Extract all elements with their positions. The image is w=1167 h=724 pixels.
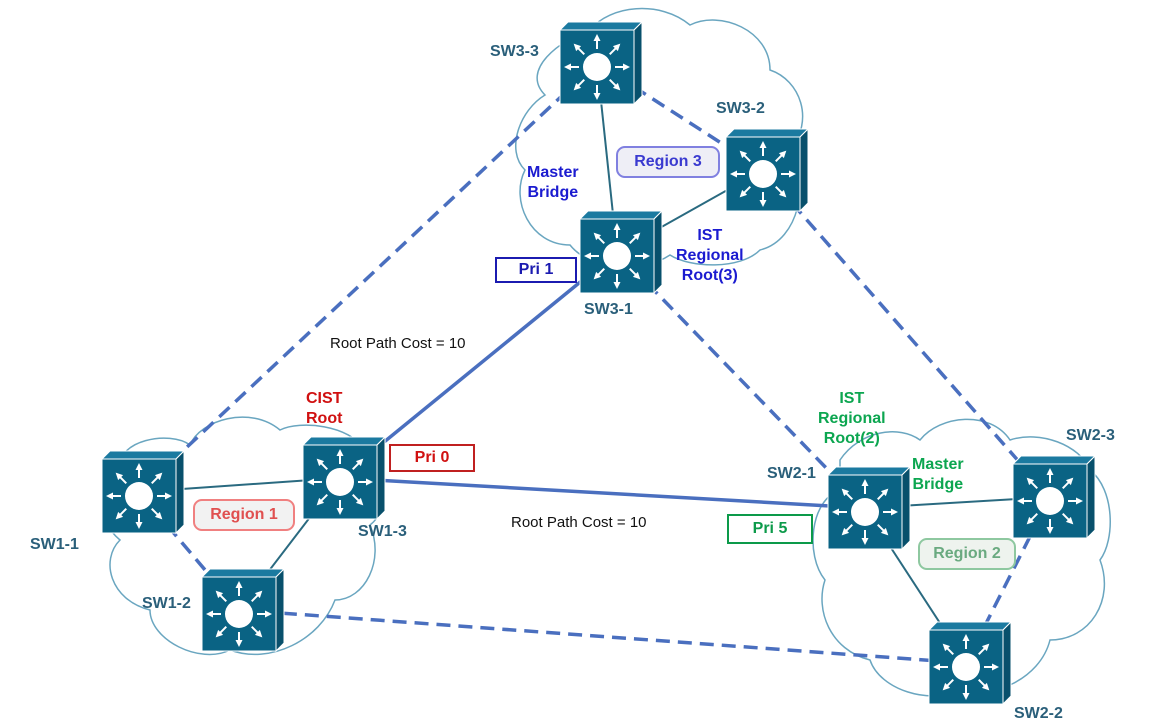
region-3-badge: Region 3 <box>616 146 720 178</box>
switch-label-sw1-3: SW1-3 <box>358 523 407 540</box>
multilayer-switch-icon <box>206 581 272 647</box>
switch-label-sw1-2: SW1-2 <box>142 595 191 612</box>
switch-sw3-2[interactable] <box>724 127 810 213</box>
link-sw1-2-sw2-2 <box>238 608 967 665</box>
switch-sw3-3[interactable] <box>558 20 644 106</box>
ist-line: IST <box>697 227 723 244</box>
root-path-cost-top: Root Path Cost = 10 <box>330 335 466 352</box>
region-2-badge: Region 2 <box>918 538 1016 570</box>
multilayer-switch-icon <box>307 449 373 515</box>
region3-master-bridge-label: Master Bridge <box>527 163 579 203</box>
region-1-badge: Region 1 <box>193 499 295 531</box>
switch-sw1-2[interactable] <box>200 567 286 653</box>
switch-sw1-1[interactable] <box>100 449 186 535</box>
link-sw3-2-sw2-3 <box>761 168 1052 499</box>
region3-ist-regional-root-label: IST Regional Root(3) <box>676 226 744 286</box>
root-line: Root(3) <box>681 267 738 284</box>
root-line: Root(2) <box>823 430 880 447</box>
master-line: Master <box>912 456 964 473</box>
region3-priority-box: Pri 1 <box>495 257 577 283</box>
region2-ist-regional-root-label: IST Regional Root(2) <box>818 389 886 449</box>
link-sw1-3-sw2-1 <box>339 476 866 510</box>
region2-priority-box: Pri 5 <box>727 514 813 544</box>
multilayer-switch-icon <box>933 634 999 700</box>
switch-sw1-3[interactable] <box>301 435 387 521</box>
root-line: Root <box>306 410 343 427</box>
link-sw3-1-sw2-1 <box>615 250 867 510</box>
switch-sw2-1[interactable] <box>826 465 912 551</box>
bridge-line: Bridge <box>912 476 964 493</box>
switch-label-sw2-1: SW2-1 <box>767 465 816 482</box>
switch-label-sw2-3: SW2-3 <box>1066 427 1115 444</box>
multilayer-switch-icon <box>106 463 172 529</box>
root-path-cost-bottom: Root Path Cost = 10 <box>511 514 647 531</box>
switch-label-sw3-1: SW3-1 <box>584 301 633 318</box>
link-sw1-3-sw3-1 <box>338 250 619 480</box>
link-sw1-1-sw3-3 <box>137 61 599 494</box>
multilayer-switch-icon <box>564 34 630 100</box>
switch-sw2-3[interactable] <box>1011 454 1097 540</box>
regional-line: Regional <box>676 247 744 264</box>
switch-sw2-2[interactable] <box>927 620 1013 706</box>
switch-label-sw2-2: SW2-2 <box>1014 705 1063 722</box>
master-line: Master <box>527 164 579 181</box>
cloud-region-1 <box>102 416 386 656</box>
region1-priority-box: Pri 0 <box>389 444 475 472</box>
bridge-line: Bridge <box>527 184 579 201</box>
switch-sw3-1[interactable] <box>578 209 664 295</box>
switch-label-sw3-2: SW3-2 <box>716 100 765 117</box>
cloud-region-2 <box>812 418 1111 697</box>
ist-line: IST <box>839 390 865 407</box>
switch-label-sw1-1: SW1-1 <box>30 536 79 553</box>
region2-master-bridge-label: Master Bridge <box>912 455 964 495</box>
switch-label-sw3-3: SW3-3 <box>490 43 539 60</box>
multilayer-switch-icon <box>1017 468 1083 534</box>
switches-layer <box>100 20 1097 706</box>
regional-line: Regional <box>818 410 886 427</box>
multilayer-switch-icon <box>730 141 796 207</box>
multilayer-switch-icon <box>584 223 650 289</box>
cist-root-label: CIST Root <box>306 389 342 429</box>
cist-line: CIST <box>306 390 343 407</box>
multilayer-switch-icon <box>832 479 898 545</box>
